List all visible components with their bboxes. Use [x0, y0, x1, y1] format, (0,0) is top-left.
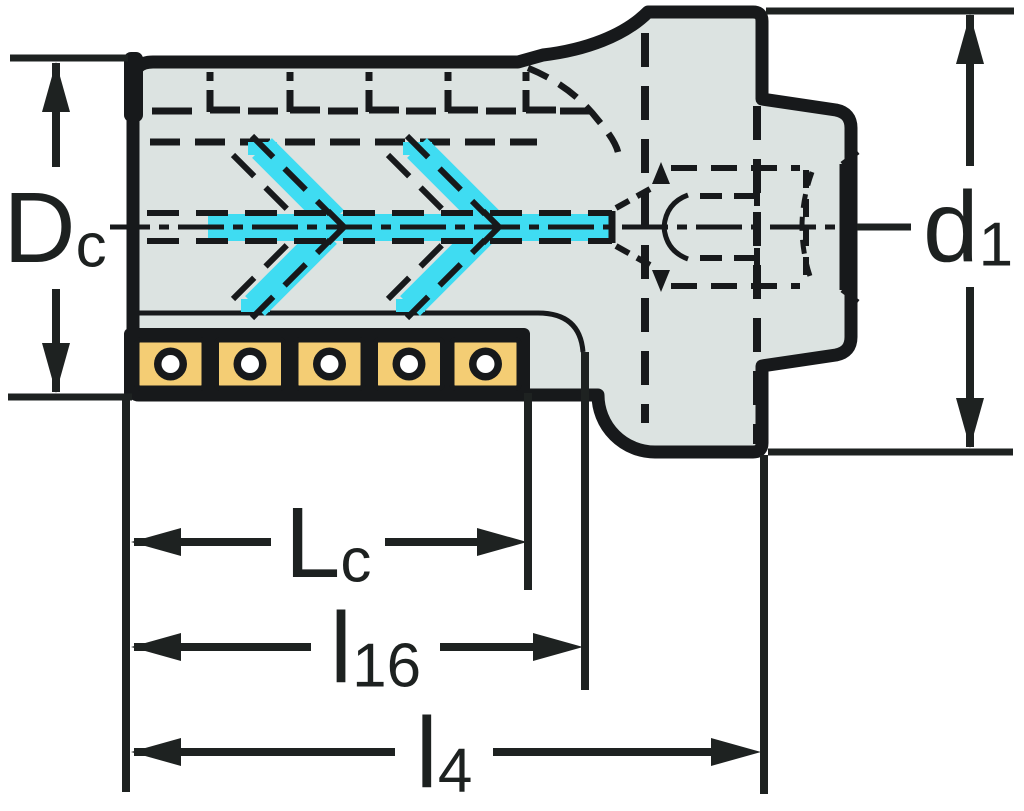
lc-label-sub: c — [340, 526, 372, 596]
insert-screw-hole — [400, 355, 418, 373]
seat-arc — [661, 192, 689, 262]
insert-5 — [449, 337, 522, 391]
lc-dimension — [122, 393, 532, 792]
pilot-chamfer-top — [840, 150, 860, 166]
coolant-branch-lower-1 — [245, 224, 337, 316]
insert-2 — [214, 337, 286, 391]
d1-label-main: d — [922, 170, 979, 283]
lc-arrow-left-icon — [131, 528, 181, 556]
lc-label-main: L — [284, 487, 341, 599]
d1-arrow-up-icon — [956, 14, 984, 64]
coolant-exit-dash-top — [614, 186, 652, 211]
insert-screw-hole — [241, 355, 259, 373]
adapter-hidden-details — [614, 33, 860, 444]
dc-arrow-up-icon — [42, 62, 70, 112]
tool-body-front-ledge — [124, 52, 143, 122]
socket-hidden-arc — [799, 171, 815, 283]
d1-label-sub: 1 — [978, 210, 1014, 280]
insert-screw-hole — [161, 355, 180, 373]
insert-row — [124, 328, 530, 399]
dc-label-sub: c — [75, 211, 107, 281]
pocket-hidden-row — [152, 106, 590, 115]
lc-arrow-right-icon — [477, 528, 527, 556]
d1-arrow-down-icon — [956, 398, 984, 448]
insert-screw-hole — [476, 355, 495, 373]
l16-arrow-left-icon — [131, 633, 181, 661]
dc-dimension — [8, 54, 132, 401]
dc-label-main: D — [3, 172, 76, 284]
l4-arrow-left-icon — [131, 738, 181, 766]
l16-dimension — [131, 352, 589, 690]
l4-dimension — [131, 455, 768, 794]
l16-label-sub: 16 — [352, 631, 422, 701]
coolant-exit-dash-bottom — [614, 243, 652, 268]
hidden-lines-cutter-head — [150, 64, 622, 153]
l4-label-main: l — [415, 697, 438, 809]
dimensions — [8, 7, 1014, 794]
pilot-chamfer-bottom — [840, 288, 860, 304]
coolant-exit-arrow-up-icon — [652, 162, 670, 184]
hidden-neck-curve — [526, 64, 622, 153]
cutter-head-step-line — [138, 310, 586, 353]
coolant-branch-lower-2 — [400, 224, 492, 316]
insert-1 — [134, 337, 207, 391]
l16-label-main: l — [329, 591, 353, 704]
dc-arrow-down-icon — [42, 343, 70, 393]
coolant-exit-arrow-down-icon — [652, 270, 670, 292]
l4-label-sub: 4 — [437, 736, 473, 806]
coolant-branch-borders — [230, 133, 488, 321]
pocket-hidden-columns — [206, 72, 530, 112]
l16-arrow-right-icon — [533, 633, 583, 661]
insert-screw-hole — [320, 355, 339, 373]
insert-3 — [293, 337, 366, 391]
l4-arrow-right-icon — [711, 738, 761, 766]
insert-4 — [373, 337, 445, 391]
d1-dimension — [766, 7, 1014, 456]
